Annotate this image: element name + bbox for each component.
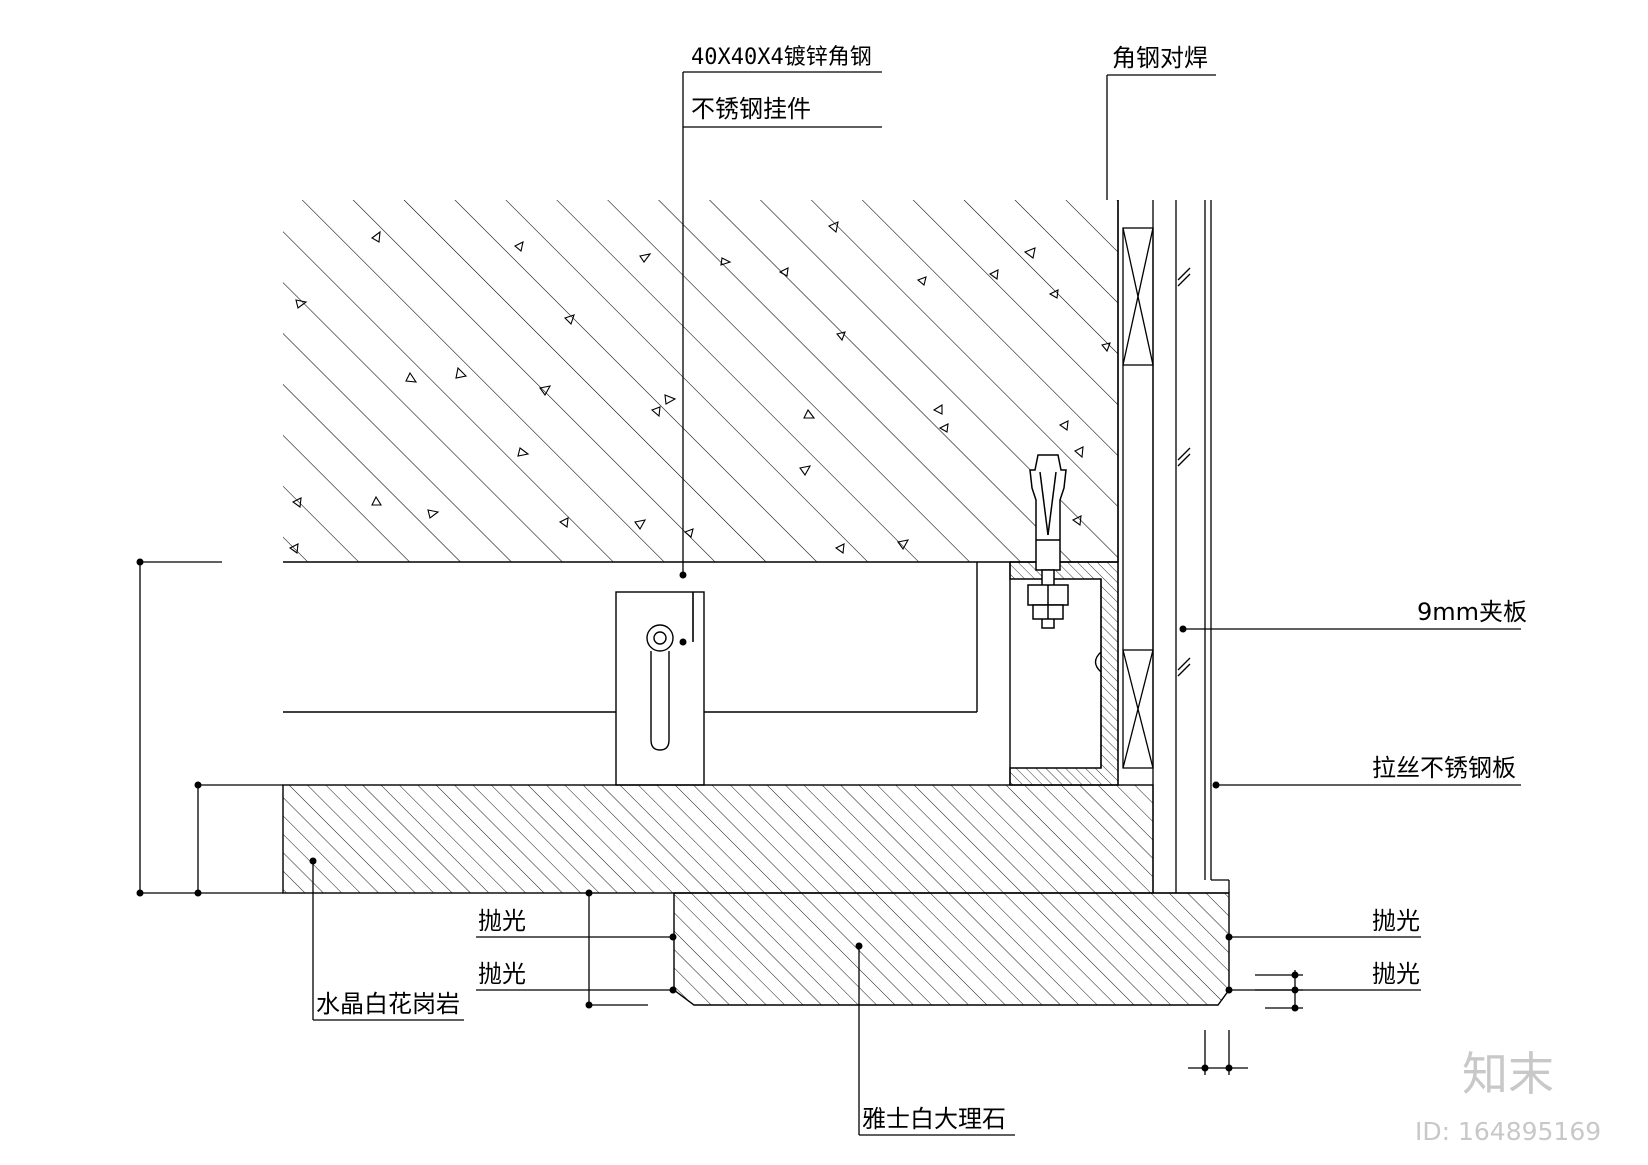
label-plywood: 9mm夹板 bbox=[1417, 598, 1527, 626]
anchor-bolt bbox=[1027, 454, 1069, 629]
granite-slab bbox=[282, 784, 1154, 894]
marble-skirting bbox=[673, 892, 1230, 1006]
leader-lines bbox=[139, 71, 1521, 1136]
watermark-id: ID: 164895169 bbox=[1415, 1117, 1601, 1146]
concrete-wall bbox=[283, 200, 1119, 563]
leader-dots bbox=[136, 558, 1299, 1072]
label-polish-right-bottom: 抛光 bbox=[1372, 960, 1420, 988]
watermark-logo: 知末 bbox=[1462, 1047, 1554, 1101]
label-marble: 雅士白大理石 bbox=[862, 1105, 1006, 1133]
cavity-framing bbox=[283, 562, 978, 786]
label-butt-weld: 角钢对焊 bbox=[1112, 44, 1208, 72]
label-polish-left-bottom: 抛光 bbox=[478, 960, 526, 988]
label-hanger: 不锈钢挂件 bbox=[691, 95, 811, 123]
label-granite: 水晶白花岗岩 bbox=[316, 990, 460, 1018]
label-angle-steel: 40X40X4镀锌角钢 bbox=[691, 45, 872, 70]
right-wall-panels bbox=[1117, 200, 1230, 894]
label-polish-left-top: 抛光 bbox=[478, 907, 526, 935]
label-polish-right-top: 抛光 bbox=[1372, 907, 1420, 935]
aggregate-marks bbox=[288, 221, 1111, 554]
label-brushed-steel: 拉丝不锈钢板 bbox=[1372, 754, 1516, 782]
